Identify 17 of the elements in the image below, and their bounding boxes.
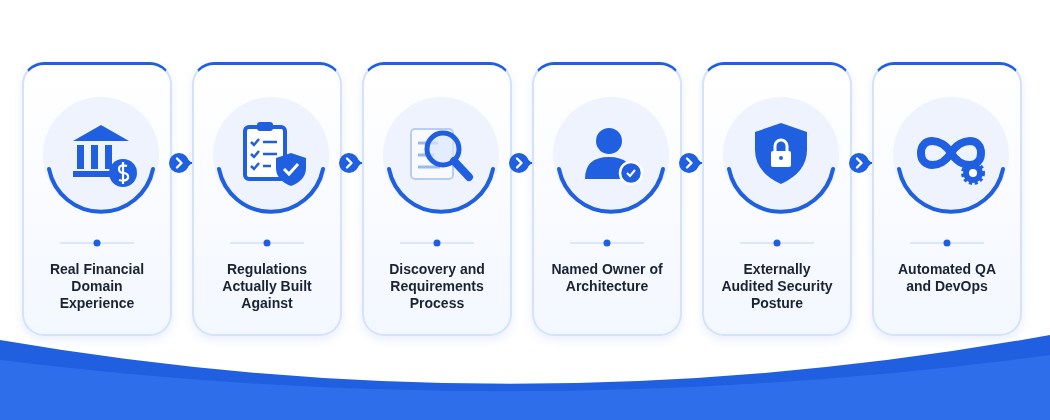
step-title: Discovery and Requirements Process: [388, 261, 486, 312]
arrow: [847, 151, 874, 175]
step-card: [702, 62, 852, 336]
step-card: [192, 62, 342, 336]
arrow: [677, 151, 704, 175]
step-card: [22, 62, 172, 336]
step-title: Regulations Actually Built Against: [221, 261, 313, 312]
step-card: [532, 62, 682, 336]
step-title: Automated QA and DevOps: [897, 261, 997, 295]
arrow: [167, 151, 194, 175]
arrow: [507, 151, 534, 175]
step-card: [362, 62, 512, 336]
step-card: [872, 62, 1022, 336]
step-title: Real Financial Domain Experience: [48, 261, 146, 312]
arrow: [337, 151, 364, 175]
step-title: Externally Audited Security Posture: [720, 261, 834, 312]
step-title: Named Owner of Architecture: [550, 261, 664, 295]
